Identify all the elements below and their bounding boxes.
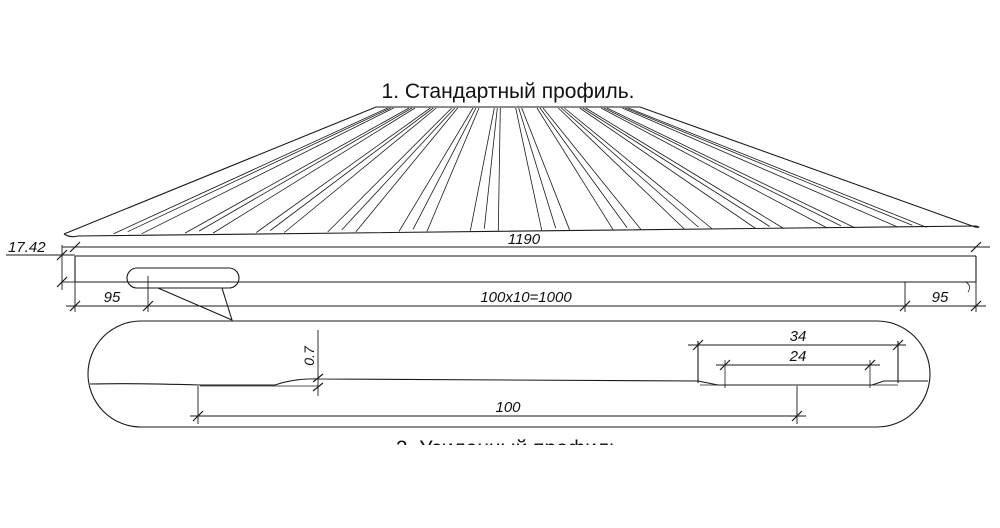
thickness-label: 0.7 <box>301 345 317 366</box>
detail-profile-line <box>89 378 928 386</box>
chain-tick-4 <box>970 300 982 312</box>
total-width-tick-left <box>69 241 81 253</box>
ridge-line <box>212 107 416 234</box>
ridge-line <box>585 107 784 229</box>
ridge-center-line <box>412 107 477 230</box>
ridge-center-line <box>582 107 770 227</box>
bottom-width-label: 24 <box>789 348 807 365</box>
ridge-line <box>141 107 394 235</box>
ridge-line <box>564 107 713 230</box>
total-width-label: 1190 <box>508 231 541 248</box>
ridge-center-line <box>539 107 628 228</box>
profile-section <box>74 255 977 321</box>
ridge-line <box>600 107 828 229</box>
ridge-center-line <box>127 107 391 233</box>
section-right-hook <box>965 281 970 293</box>
pitch-label: 100 <box>495 399 521 416</box>
height-tick-bottom <box>56 276 68 288</box>
ridge-center-line <box>625 107 913 226</box>
bottom-width-tick-right <box>864 359 876 371</box>
perspective-sheet <box>63 106 980 238</box>
ridge-line <box>398 107 474 232</box>
ridge-line <box>469 107 495 231</box>
pitch-dimension: 100 <box>190 386 806 424</box>
ridge-line <box>542 107 642 230</box>
ridge-line <box>521 107 571 231</box>
chain-tick-3 <box>899 300 911 312</box>
sheet-ridges <box>113 107 927 235</box>
height-tick-top <box>56 249 68 261</box>
bottom-width-dimension: 24 <box>716 348 880 371</box>
top-width-tick-left <box>692 339 704 351</box>
ridge-line <box>184 107 410 234</box>
ridge-line <box>622 107 899 228</box>
left-edge-label: 95 <box>104 289 121 306</box>
ridge-line <box>628 107 927 228</box>
pitch-span-label: 100х10=1000 <box>480 289 572 306</box>
crop-mask <box>0 445 1000 528</box>
ridge-line <box>515 107 543 231</box>
ridge-line <box>606 107 856 229</box>
detail-callout-oval <box>126 267 240 289</box>
thickness-tick-top <box>312 373 324 383</box>
height-dimension: 17.42 <box>6 239 75 290</box>
ridge-center-line <box>198 107 413 232</box>
top-width-tick-right <box>892 339 904 351</box>
thickness-tick-bottom <box>312 382 324 392</box>
ridge-center-line <box>483 107 498 229</box>
pitch-chain-dimension: 95 100х10=1000 95 <box>66 276 986 312</box>
section-outline <box>74 256 977 283</box>
ridge-center-line <box>561 107 699 228</box>
thickness-dimension: 0.7 <box>301 330 324 396</box>
ridge-line <box>426 107 480 232</box>
ridge-line <box>256 107 431 233</box>
chain-tick-1 <box>69 300 81 312</box>
top-width-label: 34 <box>790 328 807 345</box>
drawing-title: 1. Стандартный профиль. <box>382 80 635 103</box>
detail-frame <box>87 320 931 428</box>
ridge-center-line <box>603 107 842 227</box>
total-width-tick-right <box>970 241 982 253</box>
right-edge-label: 95 <box>932 289 949 306</box>
height-label: 17.42 <box>8 239 46 256</box>
ridge-center-line <box>518 107 557 229</box>
bottom-width-tick-left <box>719 359 731 371</box>
pitch-tick-right <box>791 410 803 422</box>
ridge-line <box>113 107 388 235</box>
ridge-line <box>558 107 685 230</box>
top-width-dimension: 34 <box>688 328 906 351</box>
ridge-line <box>579 107 756 229</box>
sheet-outline <box>63 106 976 235</box>
pitch-tick-left <box>192 410 204 422</box>
total-width-dimension: 1190 <box>62 231 990 253</box>
next-section-caption: 2. Усиленный профиль <box>396 437 620 460</box>
ridge-line <box>355 107 459 233</box>
ridge-line <box>536 107 614 230</box>
sheet-bottom-edge <box>63 225 980 238</box>
ridge-line <box>284 107 437 233</box>
ridge-center-line <box>270 107 434 231</box>
detail-callout-leader <box>157 287 233 321</box>
ridge-line <box>327 107 452 233</box>
ridge-center-line <box>341 107 455 231</box>
chain-tick-2 <box>142 300 154 312</box>
ridge-line <box>497 107 501 231</box>
